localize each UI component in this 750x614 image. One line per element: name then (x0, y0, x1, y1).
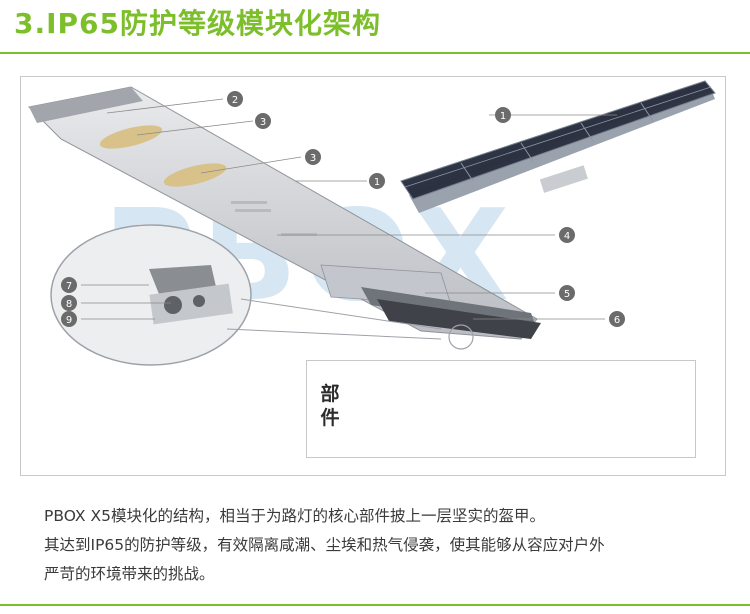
callout-4: 4 (559, 227, 575, 243)
zoom-inset (50, 224, 474, 366)
callout-7: 7 (61, 277, 77, 293)
solar-panel (400, 80, 716, 213)
callout-1-body: 1 (369, 173, 385, 189)
callout-3-upper: 3 (255, 113, 271, 129)
page-title: 3.IP65防护等级模块化架构 (14, 7, 382, 40)
description-text: PBOX X5模块化的结构，相当于为路灯的核心部件披上一层坚实的盔甲。 其达到I… (44, 502, 734, 589)
callout-number: 2 (232, 95, 238, 106)
callout-number: 3 (310, 153, 316, 164)
callout-number: 1 (374, 177, 380, 188)
callout-number: 8 (66, 299, 72, 310)
callout-5: 5 (559, 285, 575, 301)
callout-6: 6 (609, 311, 625, 327)
callout-2: 2 (227, 91, 243, 107)
parts-panel (306, 360, 696, 458)
product-figure: PBOX (20, 76, 726, 476)
callout-3-lower: 3 (305, 149, 321, 165)
callout-number: 1 (500, 111, 506, 122)
callout-leaders (81, 98, 617, 320)
title-divider (0, 52, 750, 54)
bottom-divider (0, 604, 750, 606)
callout-8: 8 (61, 295, 77, 311)
parts-label: 部件 (320, 383, 340, 429)
callout-1-solar: 1 (495, 107, 511, 123)
callout-number: 9 (66, 315, 72, 326)
callout-number: 4 (564, 231, 570, 242)
description-line: PBOX X5模块化的结构，相当于为路灯的核心部件披上一层坚实的盔甲。 (44, 507, 545, 525)
description-line: 其达到IP65的防护等级，有效隔离咸潮、尘埃和热气侵袭，使其能够从容应对户外 (44, 536, 605, 554)
lamp-body (27, 86, 541, 340)
description-line: 严苛的环境带来的挑战。 (44, 565, 215, 583)
callout-number: 5 (564, 289, 570, 300)
callout-number: 3 (260, 117, 266, 128)
callout-number: 7 (66, 281, 72, 292)
callout-number: 6 (614, 315, 620, 326)
callout-9: 9 (61, 311, 77, 327)
